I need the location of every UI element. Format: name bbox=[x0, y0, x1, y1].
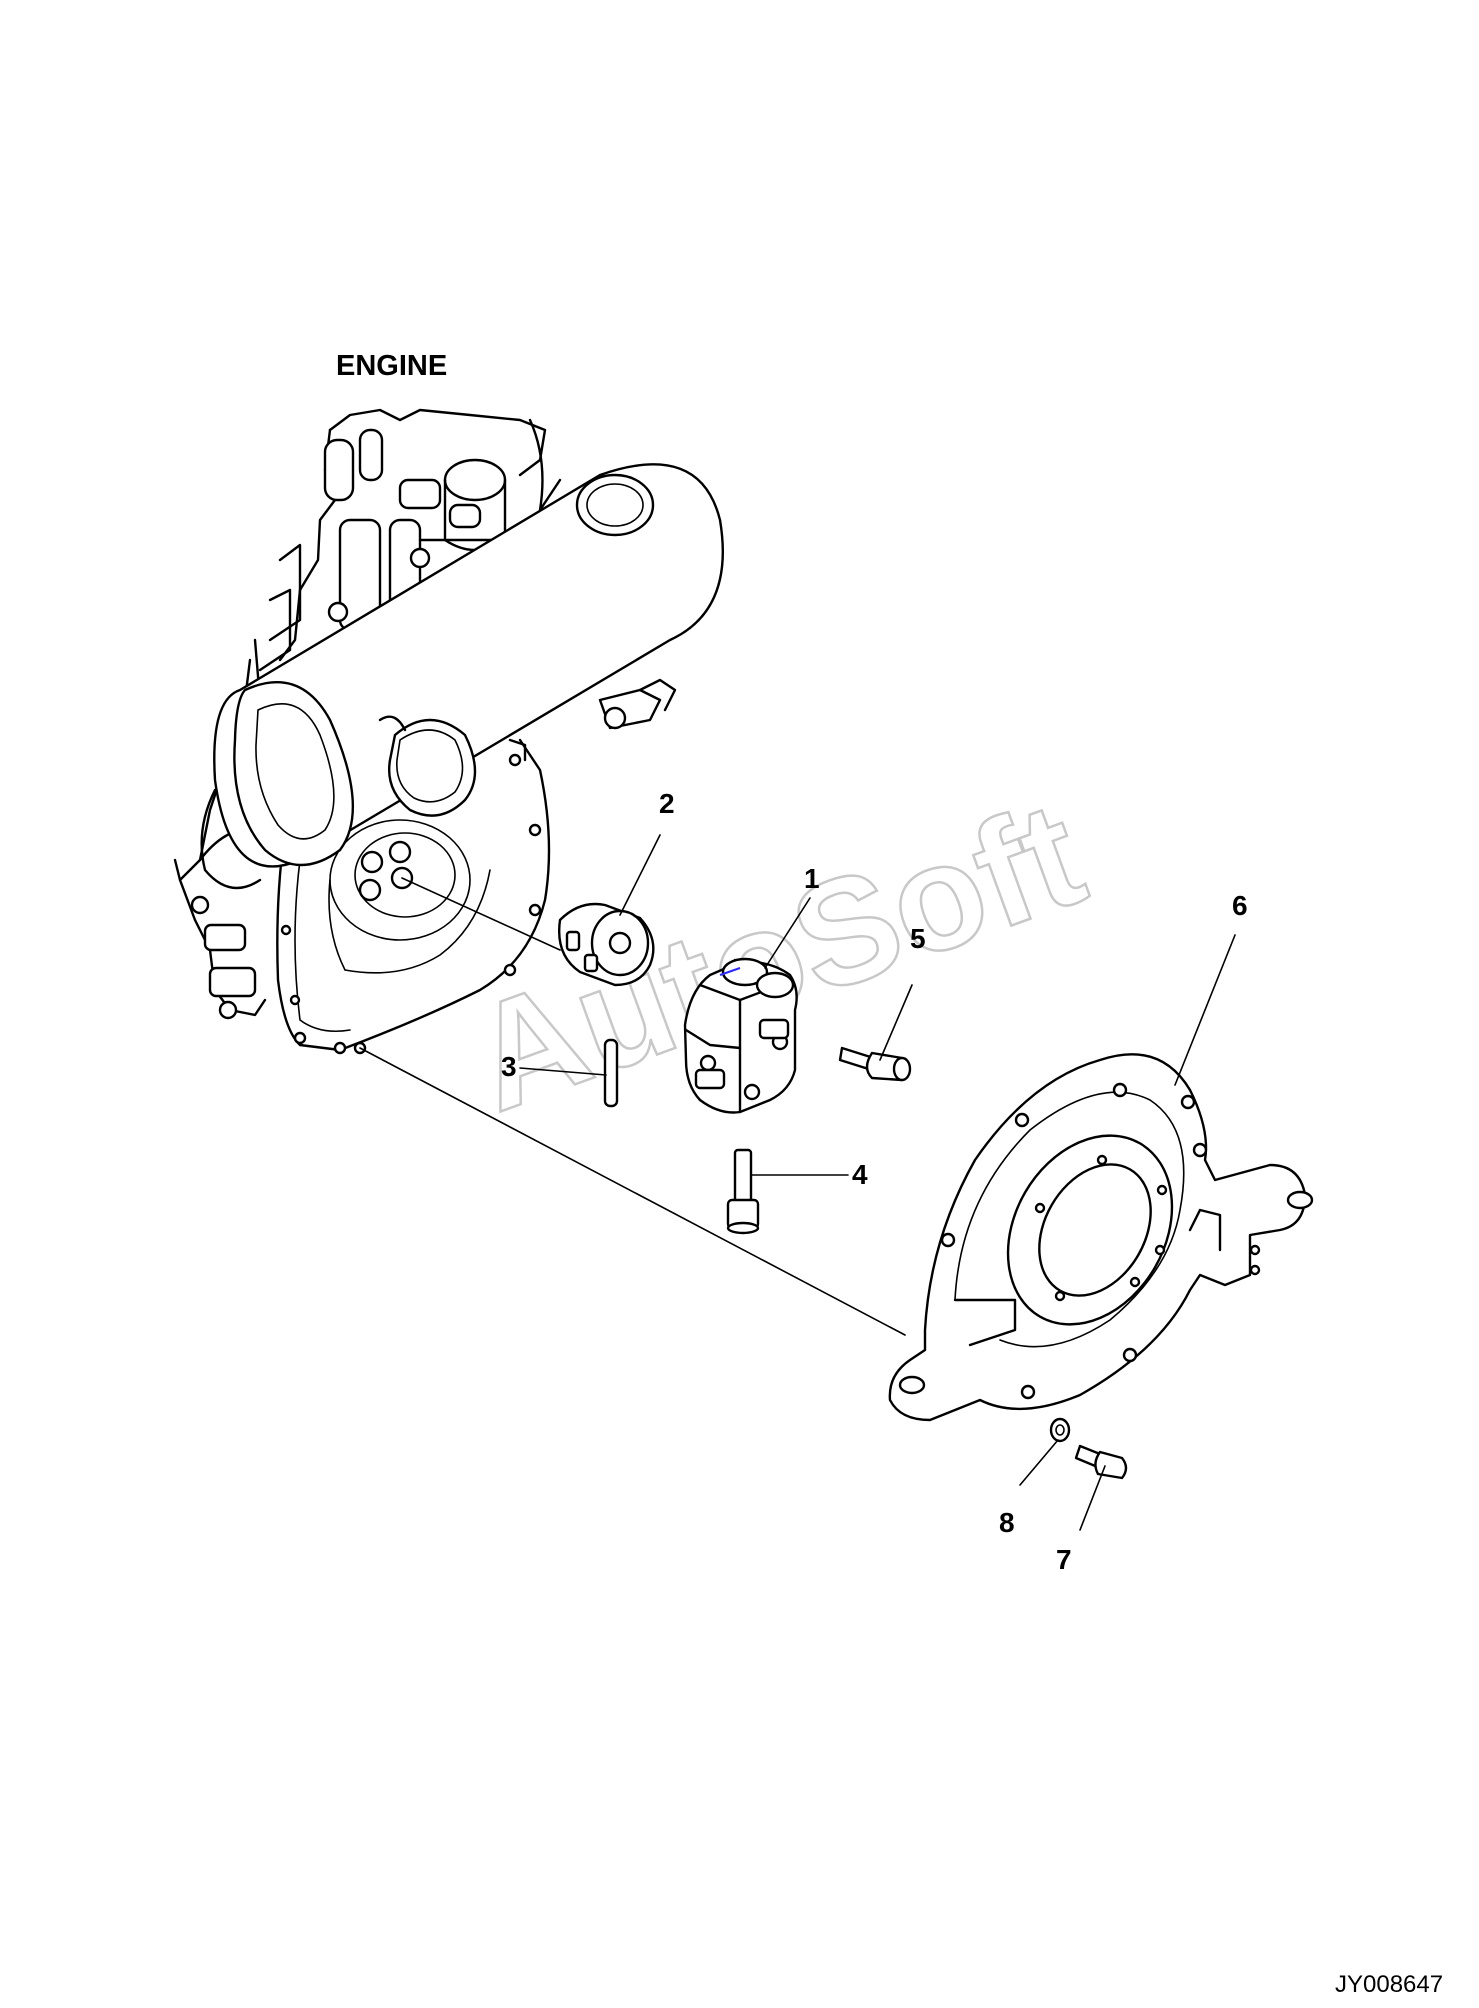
engine-assembly bbox=[173, 408, 724, 1055]
engine-heading: ENGINE bbox=[336, 350, 447, 382]
callouts: 2 1 5 6 3 4 8 7 bbox=[501, 788, 1248, 1575]
callout-7: 7 bbox=[1056, 1544, 1072, 1575]
part-5-bolt bbox=[838, 1046, 912, 1082]
part-7-bolt bbox=[1074, 1444, 1128, 1480]
callout-6: 6 bbox=[1232, 890, 1248, 921]
part-6-cover bbox=[888, 1053, 1314, 1422]
leader-lines bbox=[519, 834, 1236, 1531]
assembly-lines bbox=[359, 877, 906, 1336]
part-1-coupling bbox=[683, 957, 798, 1114]
part-4-bolt bbox=[726, 1148, 760, 1235]
callout-8: 8 bbox=[999, 1507, 1015, 1538]
callout-4: 4 bbox=[852, 1159, 868, 1190]
callout-1: 1 bbox=[804, 863, 820, 894]
part-3-pin bbox=[603, 1038, 619, 1108]
drawing-code: JY008647 bbox=[1335, 1971, 1443, 1998]
callout-3: 3 bbox=[501, 1051, 517, 1082]
part-2-hub bbox=[558, 902, 655, 987]
callout-5: 5 bbox=[910, 923, 926, 954]
callout-2: 2 bbox=[659, 788, 675, 819]
part-8-washer bbox=[1049, 1417, 1071, 1443]
